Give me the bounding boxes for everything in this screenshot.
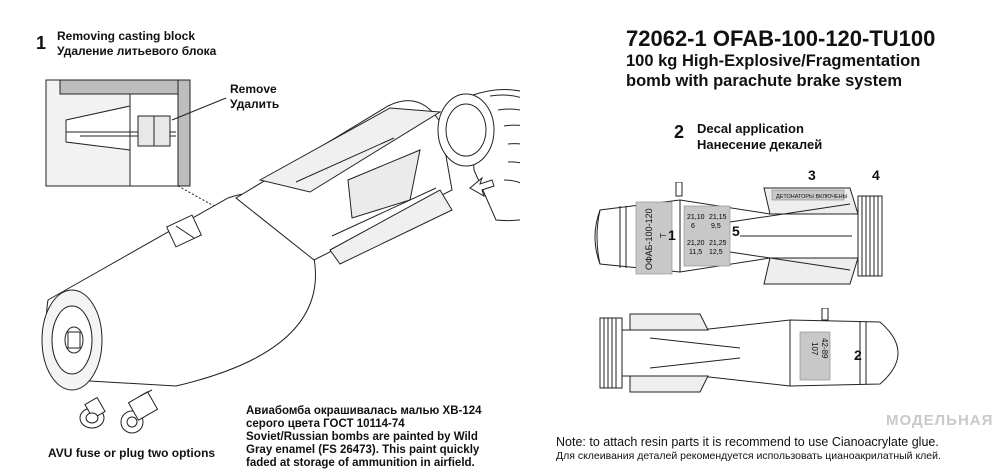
parachute-pack	[437, 89, 520, 222]
paint-note-line-4: Gray enamel (FS 26473). This paint quick…	[246, 444, 480, 456]
decal-callout-1: 1	[668, 227, 676, 243]
step1-label-ru: Удаление литьевого блока	[57, 44, 217, 58]
product-subtitle-1: 100 kg High-Explosive/Fragmentation	[626, 52, 921, 70]
decal-callout-3: 3	[808, 167, 816, 183]
decal-top-view-drawing: ОФАБ-100-120 Т 21,10 21,15 6 9,5 21,20 2…	[594, 182, 883, 285]
step2-number: 2	[674, 122, 685, 142]
product-subtitle-2: bomb with parachute brake system	[626, 72, 902, 90]
decal-2-line1: 107	[810, 342, 819, 356]
paint-note-line-2: серого цвета ГОСТ 10114-74	[246, 418, 405, 430]
decal-side-view-drawing: 107 42-89 2	[599, 308, 899, 393]
glue-note-ru: Для склеивания деталей рекомендуется исп…	[556, 450, 941, 462]
decal-5-cell-r4c1: 11,5	[689, 249, 702, 256]
glue-note-en: Note: to attach resin parts it is recomm…	[556, 435, 939, 449]
decal-5-cell-r3c1: 21,20	[687, 240, 705, 247]
decal-1-sub: Т	[659, 233, 668, 238]
decal-5-cell-r1c1: 21,10	[687, 214, 705, 221]
fuse-option-b	[120, 389, 159, 434]
paint-note-line-5: faded at storage of ammunition in airfie…	[246, 457, 475, 469]
casting-block-detail-inset	[45, 79, 191, 187]
paint-note: Авиабомба окрашивалась малью ХВ-124 серо…	[246, 405, 506, 470]
paint-note-line-3: Soviet/Russian bombs are painted by Wild	[246, 431, 478, 443]
step2-label-en: Decal application	[697, 121, 804, 136]
decal-5-cell-r2c1: 6	[691, 223, 695, 230]
decal-5-panel: 21,10 21,15 6 9,5 21,20 21,25 11,5 12,5	[683, 205, 731, 267]
remove-label-ru: Удалить	[230, 97, 280, 111]
paint-note-line-1: Авиабомба окрашивалась малью ХВ-124	[246, 405, 482, 417]
decal-5-cell-r2c2: 9,5	[711, 223, 721, 230]
fuse-option-a	[79, 396, 106, 429]
step2-label-ru: Нанесение декалей	[697, 137, 823, 152]
decal-callout-2: 2	[854, 347, 862, 363]
decal-3-panel: ДЕТОНАТОРЫ ВКЛЮЧЕНЫ	[771, 189, 848, 201]
decal-5-cell-r4c2: 12,5	[709, 249, 723, 256]
step1-assembly-drawing	[41, 79, 520, 434]
fuse-label: AVU fuse or plug two options	[48, 446, 216, 460]
step1-label-en: Removing casting block	[57, 29, 196, 43]
watermark: МОДЕЛЬНАЯ	[886, 412, 994, 429]
decal-1-panel: ОФАБ-100-120 Т	[635, 201, 673, 275]
decal-2-panel: 107 42-89	[799, 331, 831, 381]
decal-callout-4: 4	[872, 167, 880, 183]
decal-callout-5: 5	[732, 223, 740, 239]
decal-5-cell-r1c2: 21,15	[709, 214, 727, 221]
decal-5-cell-r3c2: 21,25	[709, 240, 727, 247]
decal-2-line2: 42-89	[820, 338, 829, 359]
remove-label-en: Remove	[230, 82, 277, 96]
product-title: 72062-1 OFAB-100-120-TU100	[626, 26, 936, 51]
bomb-body	[41, 100, 453, 391]
step1-number: 1	[36, 33, 47, 53]
decal-3-text: ДЕТОНАТОРЫ ВКЛЮЧЕНЫ	[776, 194, 848, 200]
decal-1-text: ОФАБ-100-120	[644, 208, 654, 270]
